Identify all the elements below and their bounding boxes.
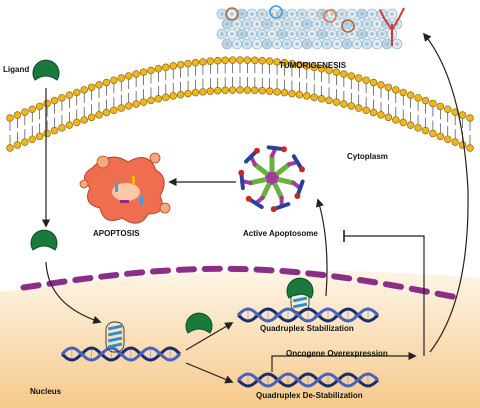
ligand-icon	[32, 59, 60, 81]
cytoplasm-label: Cytoplasm	[347, 152, 388, 161]
nucleus-region	[0, 270, 480, 408]
tumor-cell-cluster	[216, 5, 405, 50]
quadruplex-destabilization-label: Quadruplex De-Stabilization	[256, 391, 363, 400]
tumorigenesis-arrow	[422, 32, 469, 353]
dna-helix-center	[60, 321, 182, 362]
tumorigenesis-label: TUMORIGENESIS	[279, 61, 347, 70]
to-destabilization-arrow	[185, 362, 234, 384]
ligand-to-dna-arrow	[45, 261, 102, 324]
oncogene-overexpression-label: Oncogene Overexpression	[286, 349, 388, 358]
nuclear-envelope	[20, 265, 456, 300]
to-stabilization-arrow	[185, 322, 234, 351]
nucleus-label: Nucleus	[30, 387, 62, 396]
ligand-label: Ligand	[3, 65, 30, 74]
apoptosis-label: APOPTOSIS	[93, 229, 140, 238]
stabilization-to-apoptosome-arrow	[315, 198, 328, 297]
dna-helix-destabilized	[237, 372, 380, 388]
apoptosis-cell-icon	[79, 152, 171, 224]
active-apoptosome-label: Active Apoptosome	[243, 229, 318, 238]
dna-helix-stabilized	[237, 277, 380, 323]
apoptosome-icon	[238, 145, 305, 213]
inhibition-line	[344, 235, 425, 356]
quadruplex-stabilization-label: Quadruplex Stabilization	[260, 324, 354, 333]
ligand-icon	[30, 229, 58, 251]
cell-membrane	[6, 56, 474, 152]
ligand-icon	[185, 312, 213, 334]
oncogene-arrow	[271, 351, 417, 372]
